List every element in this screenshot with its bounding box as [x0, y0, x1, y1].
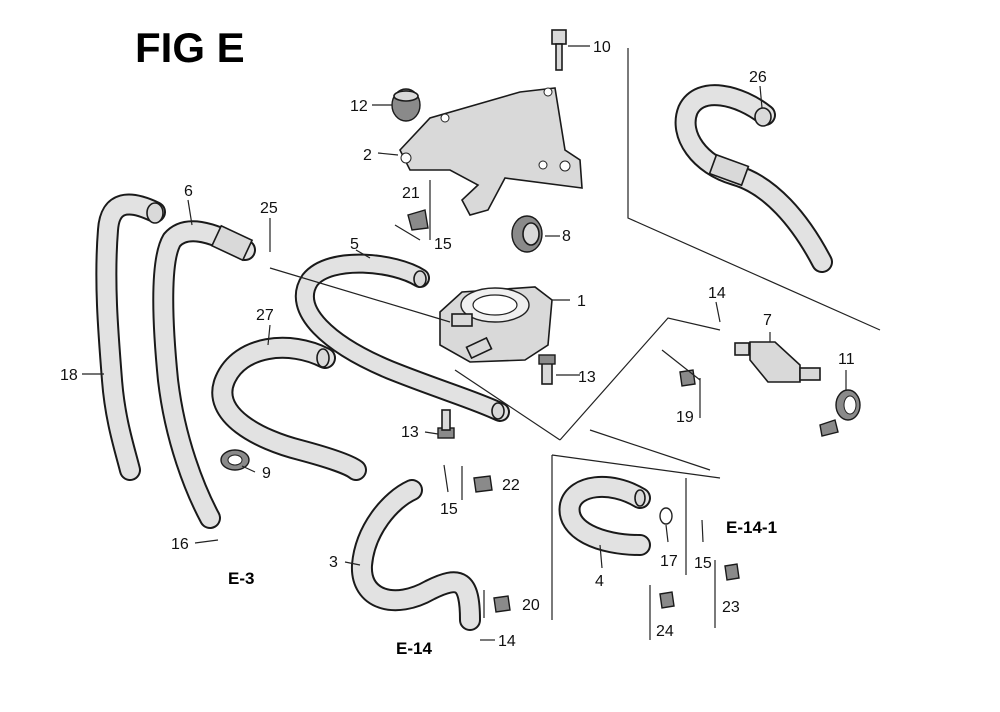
label-part-8: 8 — [562, 228, 571, 245]
label-part-15-right: 15 — [694, 555, 712, 572]
figure-title: FIG E — [135, 24, 245, 71]
screw-part-13-lower — [437, 409, 455, 439]
label-part-22: 22 — [502, 477, 520, 494]
label-part-23: 23 — [722, 599, 740, 616]
label-part-26: 26 — [749, 69, 767, 86]
mount-part-8 — [511, 215, 543, 253]
screw-part-13-upper — [538, 354, 556, 385]
label-part-2: 2 — [363, 147, 372, 164]
ref-e14-1: E-14-1 — [726, 518, 777, 537]
hose-part-6 — [152, 220, 256, 529]
clip-part-19 — [661, 349, 701, 418]
label-part-9: 9 — [262, 465, 271, 482]
clip-part-20 — [483, 590, 511, 618]
hose-part-26 — [674, 84, 833, 273]
clip-part-23 — [714, 560, 740, 628]
label-part-13-upper: 13 — [578, 369, 596, 386]
hose-part-18 — [95, 193, 166, 481]
label-part-6: 6 — [184, 183, 193, 200]
clip-part-24 — [649, 585, 675, 640]
hose-part-27 — [211, 336, 367, 481]
hose-part-5 — [294, 253, 510, 422]
label-part-19: 19 — [676, 409, 694, 426]
label-part-10: 10 — [593, 39, 611, 56]
label-part-24: 24 — [656, 623, 674, 640]
label-part-14-upper: 14 — [708, 285, 726, 302]
bolt-part-10 — [551, 29, 567, 71]
label-part-13-lower: 13 — [401, 424, 419, 441]
label-part-18: 18 — [60, 367, 78, 384]
clip-part-21 — [394, 180, 431, 241]
fuel-pump-part-1 — [439, 286, 553, 363]
fuel-filter-part-7 — [734, 341, 821, 383]
frame-lines — [454, 48, 881, 620]
label-part-21: 21 — [402, 185, 420, 202]
clip-part-22 — [461, 466, 493, 500]
clip-part-17 — [659, 507, 673, 525]
label-part-11: 11 — [838, 351, 855, 368]
label-part-12: 12 — [350, 98, 368, 115]
label-part-5: 5 — [350, 236, 359, 253]
ref-e14: E-14 — [396, 639, 432, 658]
label-part-4: 4 — [595, 573, 604, 590]
label-part-7: 7 — [763, 312, 772, 329]
label-part-15-upper: 15 — [434, 236, 452, 253]
leader-lines — [82, 45, 847, 641]
cap-part-11 — [819, 389, 861, 437]
label-part-15-middle: 15 — [440, 501, 458, 518]
label-part-25: 25 — [260, 200, 278, 217]
label-part-3: 3 — [329, 554, 338, 571]
label-part-20: 20 — [522, 597, 540, 614]
label-part-1: 1 — [577, 293, 586, 310]
clamp-part-9 — [220, 449, 250, 471]
grommet-part-12 — [391, 88, 421, 122]
label-part-27: 27 — [256, 307, 274, 324]
label-part-14-lower: 14 — [498, 633, 516, 650]
ref-e3: E-3 — [228, 569, 254, 588]
hose-part-4 — [558, 475, 651, 556]
bracket-part-2 — [399, 87, 583, 216]
label-part-16: 16 — [171, 536, 189, 553]
label-part-17: 17 — [660, 553, 678, 570]
hose-part-3 — [351, 479, 481, 631]
